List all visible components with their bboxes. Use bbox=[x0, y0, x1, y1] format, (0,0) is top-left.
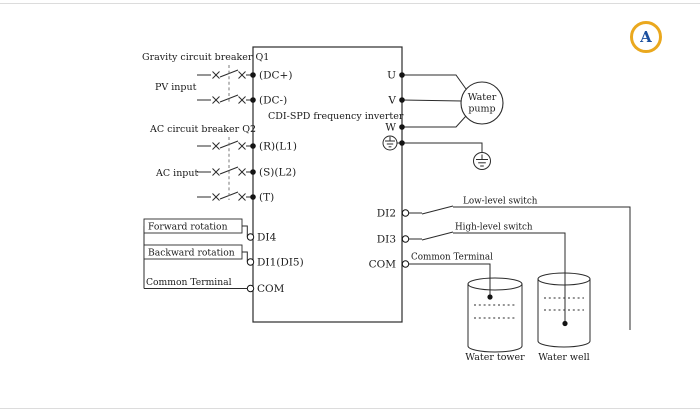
terminal-label-com-left: COM bbox=[257, 283, 285, 295]
inverter-title: CDI-SPD frequency inverter bbox=[268, 111, 404, 122]
terminal-circle-di2 bbox=[401, 209, 410, 217]
label-water-well: Water well bbox=[538, 352, 589, 363]
x-mark bbox=[238, 96, 246, 104]
well-mouth bbox=[537, 272, 591, 286]
x-mark bbox=[238, 71, 246, 79]
label-low-level-switch: Low-level switch bbox=[463, 197, 538, 207]
terminal-label-v: V bbox=[387, 95, 396, 107]
slide-bottom-border bbox=[0, 408, 700, 409]
terminal-circle-com-left bbox=[246, 284, 255, 293]
earth-circle bbox=[473, 152, 491, 170]
water-well bbox=[537, 272, 591, 348]
rotation-controls bbox=[143, 218, 248, 289]
wire-ground bbox=[402, 142, 483, 152]
label-backward-rotation: Backward rotation bbox=[148, 248, 235, 259]
terminal-dot-r-l1 bbox=[250, 143, 256, 149]
label-forward-rotation: Forward rotation bbox=[148, 222, 228, 233]
terminal-label-di4: DI4 bbox=[257, 232, 277, 244]
ac-breaker-q2 bbox=[197, 137, 253, 201]
terminal-label-di2: DI2 bbox=[377, 208, 396, 220]
low-level-switch-circuit bbox=[409, 205, 631, 330]
wire-w bbox=[402, 115, 467, 128]
terminal-label-r-l1: (R)(L1) bbox=[259, 141, 297, 153]
brand-logo-letter-icon: A bbox=[639, 28, 652, 46]
x-mark bbox=[212, 193, 220, 201]
label-breaker-q2: AC circuit breaker Q2 bbox=[149, 124, 256, 135]
terminal-label-t: (T) bbox=[259, 192, 274, 204]
wire-v bbox=[401, 99, 463, 102]
tower-mouth bbox=[467, 277, 523, 291]
x-mark bbox=[238, 142, 246, 150]
switch-blade bbox=[421, 205, 454, 215]
brand-logo-ring-icon bbox=[630, 21, 662, 53]
high-level-switch-circuit bbox=[409, 231, 568, 327]
forward-wire bbox=[242, 225, 248, 237]
pump-label-line2: pump bbox=[468, 104, 495, 115]
earth-ground-icon bbox=[473, 152, 491, 170]
label-common-terminal-right: Common Terminal bbox=[411, 253, 493, 263]
breaker-blade bbox=[219, 166, 239, 175]
terminal-label-s-l2: (S)(L2) bbox=[259, 167, 296, 179]
tower-probe-dot bbox=[487, 294, 493, 300]
x-mark bbox=[212, 142, 220, 150]
pump-circle bbox=[460, 81, 504, 125]
label-high-level-switch: High-level switch bbox=[455, 223, 533, 233]
pump-label-line1: Water bbox=[468, 92, 497, 103]
terminal-label-di3: DI3 bbox=[377, 234, 396, 246]
inverter-box bbox=[252, 46, 403, 323]
water-tower bbox=[467, 277, 523, 353]
well-probe-dot bbox=[562, 320, 568, 327]
high-level-wire bbox=[453, 232, 566, 321]
pv-breaker-q1 bbox=[197, 65, 253, 104]
terminal-label-u: U bbox=[387, 70, 396, 82]
pump-output-wires bbox=[401, 74, 483, 152]
terminal-circle-com-right bbox=[401, 260, 410, 268]
terminal-dot-dc-minus bbox=[250, 97, 256, 103]
terminal-dot-ground bbox=[399, 140, 405, 146]
label-breaker-q1: Gravity circuit breaker Q1 bbox=[142, 52, 269, 63]
slide-top-border bbox=[0, 3, 700, 4]
terminal-circle-di4 bbox=[246, 233, 255, 241]
well-bottom bbox=[537, 340, 591, 348]
water-pump: Water pump bbox=[460, 81, 504, 125]
terminal-label-dc-plus: (DC+) bbox=[259, 70, 292, 82]
x-mark bbox=[238, 193, 246, 201]
label-pv-input: PV input bbox=[155, 82, 197, 93]
switch-blade bbox=[421, 231, 454, 241]
x-mark bbox=[212, 168, 220, 176]
terminal-label-com-right: COM bbox=[369, 259, 397, 271]
x-mark bbox=[238, 168, 246, 176]
brand-logo: A bbox=[630, 21, 662, 53]
label-ac-input: AC input bbox=[155, 168, 199, 179]
breaker-blade bbox=[219, 94, 239, 103]
terminal-dot-u bbox=[399, 72, 405, 78]
low-level-wire bbox=[453, 206, 631, 330]
terminal-label-di1-di5: DI1(DI5) bbox=[257, 257, 304, 269]
terminal-circle-di1 bbox=[246, 258, 255, 266]
common-terminal-circuit-right bbox=[409, 263, 493, 300]
common-wire-right bbox=[409, 263, 491, 295]
terminal-dot-s-l2 bbox=[250, 169, 256, 175]
terminal-label-dc-minus: (DC-) bbox=[259, 95, 287, 107]
label-water-tower: Water tower bbox=[465, 352, 525, 363]
terminal-circle-di3 bbox=[401, 235, 410, 243]
wire-u bbox=[402, 74, 467, 90]
terminal-dot-t bbox=[250, 194, 256, 200]
tower-bottom bbox=[467, 345, 523, 353]
terminal-label-w: W bbox=[385, 122, 396, 134]
terminal-dot-w bbox=[399, 124, 405, 130]
backward-wire bbox=[242, 251, 248, 262]
terminal-dot-v bbox=[399, 97, 405, 103]
label-common-terminal-left: Common Terminal bbox=[146, 277, 232, 288]
x-mark bbox=[212, 96, 220, 104]
terminal-dot-dc-plus bbox=[250, 72, 256, 78]
frame-ground-terminal-icon bbox=[382, 135, 402, 151]
x-mark bbox=[212, 71, 220, 79]
